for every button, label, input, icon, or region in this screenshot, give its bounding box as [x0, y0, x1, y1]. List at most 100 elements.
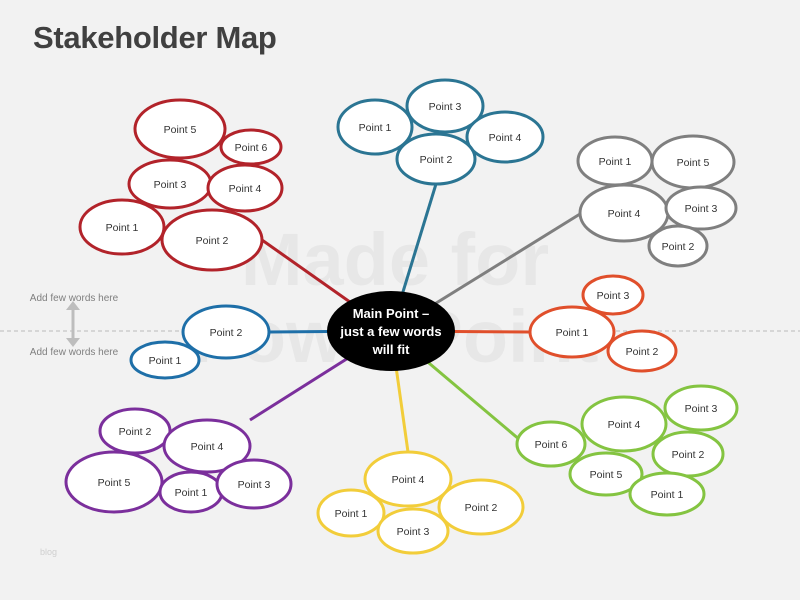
- main-point-line-2: just a few words: [339, 324, 441, 339]
- connector-purple: [249, 357, 349, 422]
- stakeholder-node[interactable]: Point 4: [206, 163, 284, 213]
- node-label: Point 2: [210, 327, 243, 339]
- node-label: Point 1: [651, 489, 684, 501]
- stakeholder-node[interactable]: Point 2: [160, 208, 264, 272]
- node-ellipse[interactable]: [181, 304, 271, 360]
- side-note-bottom: Add few words here: [29, 347, 119, 358]
- stakeholder-node[interactable]: Point 3: [376, 507, 450, 555]
- node-ellipse[interactable]: [664, 185, 738, 231]
- stakeholder-node[interactable]: Point 3: [215, 458, 293, 510]
- stakeholder-node[interactable]: Point 2: [181, 304, 271, 360]
- node-label: Point 3: [685, 203, 718, 215]
- stakeholder-node[interactable]: Point 3: [127, 158, 213, 210]
- node-label: Point 3: [238, 479, 271, 491]
- connector-gray: [433, 212, 581, 306]
- node-label: Point 1: [149, 355, 182, 367]
- node-label: Point 3: [685, 403, 718, 415]
- node-ellipse[interactable]: [129, 340, 201, 380]
- stakeholder-node[interactable]: Point 2: [395, 132, 477, 186]
- stakeholder-node[interactable]: Point 3: [664, 185, 738, 231]
- stakeholder-node[interactable]: Point 6: [219, 128, 283, 166]
- slide-title: Stakeholder Map: [33, 20, 277, 55]
- node-label: Point 1: [175, 487, 208, 499]
- stakeholder-node[interactable]: Point 2: [606, 329, 678, 373]
- connector-orange: [452, 329, 531, 334]
- node-ellipse[interactable]: [206, 163, 284, 213]
- node-label: Point 2: [119, 426, 152, 438]
- node-ellipse[interactable]: [580, 395, 668, 453]
- node-ellipse[interactable]: [64, 450, 164, 514]
- node-ellipse[interactable]: [628, 471, 706, 517]
- stakeholder-node[interactable]: Point 1: [316, 488, 386, 538]
- node-ellipse[interactable]: [316, 488, 386, 538]
- node-ellipse[interactable]: [528, 305, 616, 359]
- node-ellipse[interactable]: [437, 478, 525, 536]
- stakeholder-node[interactable]: Point 1: [576, 135, 654, 187]
- stakeholder-node[interactable]: Point 5: [64, 450, 164, 514]
- main-point[interactable]: Main Point – just a few words will fit: [327, 291, 455, 371]
- node-label: Point 5: [677, 157, 710, 169]
- node-ellipse[interactable]: [336, 98, 414, 156]
- stakeholder-node[interactable]: Point 4: [578, 183, 670, 243]
- node-ellipse[interactable]: [568, 451, 644, 497]
- stakeholder-node[interactable]: Point 6: [515, 420, 587, 468]
- footer-mark: blog: [40, 547, 58, 557]
- stakeholder-node[interactable]: Point 1: [158, 470, 224, 514]
- node-ellipse[interactable]: [663, 384, 739, 432]
- main-point-ellipse[interactable]: [327, 291, 455, 371]
- node-ellipse[interactable]: [160, 208, 264, 272]
- node-ellipse[interactable]: [363, 450, 453, 508]
- node-ellipse[interactable]: [215, 458, 293, 510]
- node-label: Point 1: [335, 508, 368, 520]
- node-ellipse[interactable]: [465, 110, 545, 164]
- node-label: Point 1: [106, 222, 139, 234]
- node-label: Point 5: [98, 477, 131, 489]
- connector-blue-top: [401, 183, 438, 294]
- stakeholder-node[interactable]: Point 3: [663, 384, 739, 432]
- node-label: Point 6: [535, 439, 568, 451]
- node-label: Point 5: [590, 469, 623, 481]
- stakeholder-node[interactable]: Point 1: [528, 305, 616, 359]
- node-ellipse[interactable]: [515, 420, 587, 468]
- node-label: Point 6: [235, 142, 268, 154]
- stakeholder-node[interactable]: Point 3: [581, 274, 645, 316]
- stakeholder-node[interactable]: Point 2: [437, 478, 525, 536]
- stakeholder-node[interactable]: Point 2: [647, 224, 709, 268]
- stakeholder-node[interactable]: Point 1: [78, 198, 166, 256]
- stakeholder-node[interactable]: Point 5: [568, 451, 644, 497]
- node-ellipse[interactable]: [647, 224, 709, 268]
- node-ellipse[interactable]: [606, 329, 678, 373]
- node-label: Point 4: [229, 183, 262, 195]
- stakeholder-node[interactable]: Point 3: [405, 78, 485, 134]
- stakeholder-node[interactable]: Point 2: [651, 430, 725, 478]
- stakeholder-node[interactable]: Point 4: [363, 450, 453, 508]
- stakeholder-node[interactable]: Point 5: [133, 98, 227, 160]
- stakeholder-node[interactable]: Point 4: [465, 110, 545, 164]
- node-ellipse[interactable]: [376, 507, 450, 555]
- stakeholder-node[interactable]: Point 4: [580, 395, 668, 453]
- node-ellipse[interactable]: [395, 132, 477, 186]
- cluster-orange: Point 3 Point 1 Point 2: [528, 274, 678, 373]
- node-ellipse[interactable]: [162, 418, 252, 474]
- main-point-line-3: will fit: [372, 342, 411, 357]
- stakeholder-node[interactable]: Point 1: [129, 340, 201, 380]
- stakeholder-node[interactable]: Point 2: [98, 407, 172, 455]
- node-label: Point 2: [626, 346, 659, 358]
- stakeholder-node[interactable]: Point 5: [650, 134, 736, 190]
- node-label: Point 1: [556, 327, 589, 339]
- node-ellipse[interactable]: [133, 98, 227, 160]
- node-ellipse[interactable]: [581, 274, 645, 316]
- node-label: Point 2: [662, 241, 695, 253]
- cluster-blue-left: Point 2 Point 1: [129, 304, 271, 380]
- node-ellipse[interactable]: [78, 198, 166, 256]
- stakeholder-node[interactable]: Point 1: [336, 98, 414, 156]
- cluster-red: Point 5 Point 6 Point 3 Point 4 Point 1 Point…: [78, 98, 284, 272]
- stakeholder-node[interactable]: Point 1: [628, 471, 706, 517]
- connector-yellow: [394, 369, 410, 453]
- node-ellipse[interactable]: [405, 78, 485, 134]
- stakeholder-node[interactable]: Point 4: [162, 418, 252, 474]
